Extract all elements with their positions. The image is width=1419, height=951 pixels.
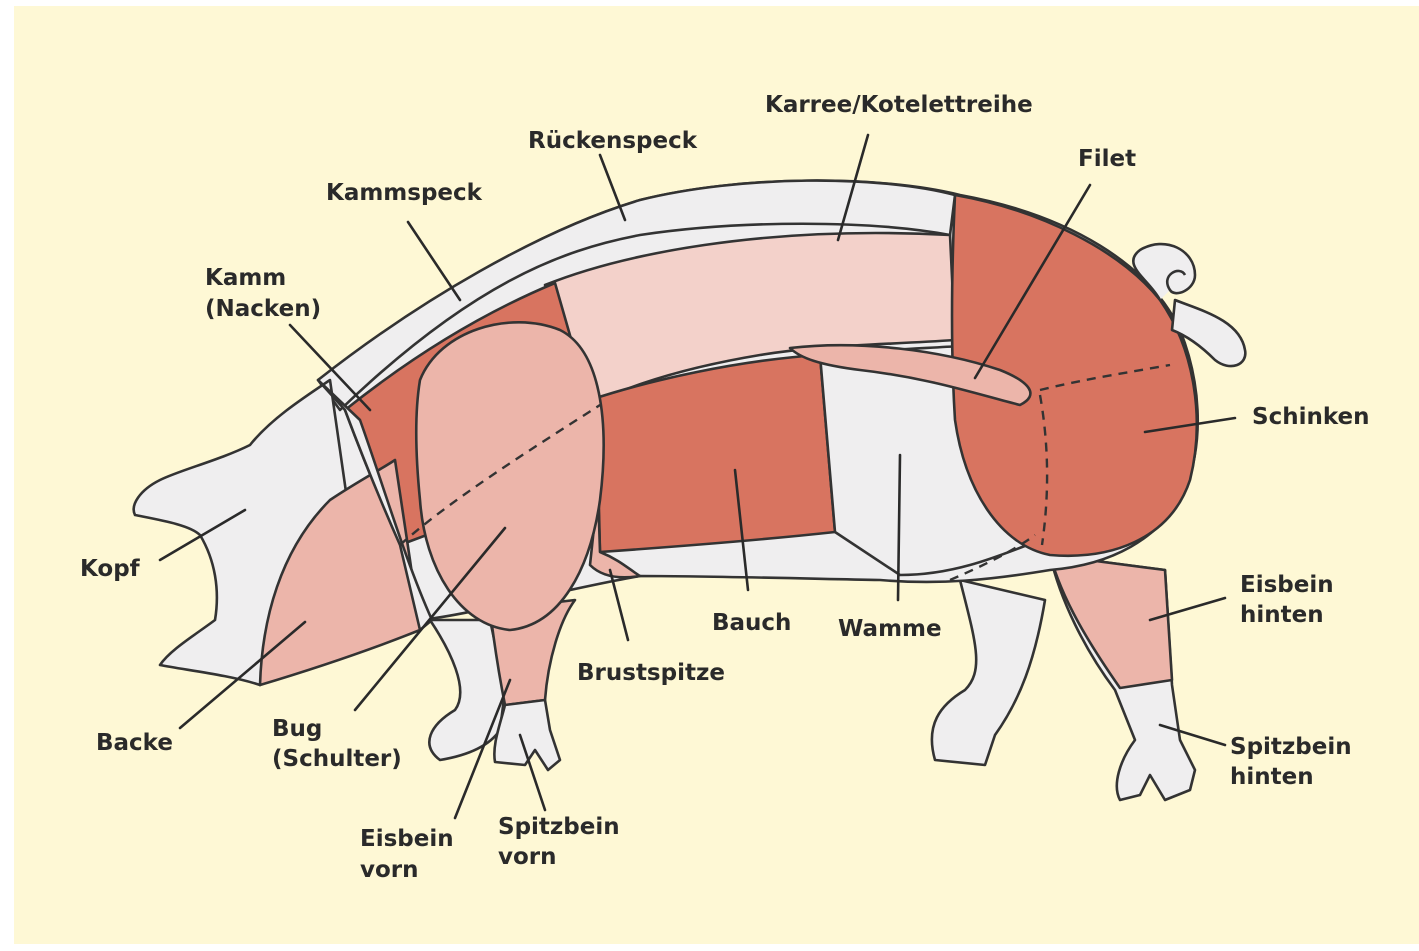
label-kopf: Kopf	[80, 556, 141, 582]
label-eisbein-hinten-line2: hinten	[1240, 602, 1324, 628]
label-eisbein-vorn-line1: Eisbein	[360, 826, 454, 852]
label-eisbein-vorn-line2: vorn	[360, 857, 419, 883]
leader-kammspeck	[408, 222, 460, 300]
label-spitzbein-vorn-line1: Spitzbein	[498, 814, 620, 840]
label-bauch: Bauch	[712, 610, 791, 636]
label-wamme: Wamme	[838, 616, 942, 642]
label-filet: Filet	[1078, 146, 1136, 172]
pig-body	[134, 181, 1246, 800]
label-bug-line2: (Schulter)	[272, 746, 402, 772]
far-hind-leg	[932, 580, 1045, 765]
label-spitzbein-vorn-line2: vorn	[498, 844, 557, 870]
label-kamm-line1: Kamm	[205, 265, 286, 291]
label-bug-line1: Bug	[272, 716, 322, 742]
label-eisbein-hinten-line1: Eisbein	[1240, 572, 1334, 598]
label-karree: Karree/Kotelettreihe	[765, 92, 1033, 118]
label-kammspeck: Kammspeck	[326, 180, 483, 206]
label-spitzbein-hinten-line1: Spitzbein	[1230, 734, 1352, 760]
label-backe: Backe	[96, 730, 173, 756]
label-spitzbein-hinten-line2: hinten	[1230, 764, 1314, 790]
label-kamm-line2: (Nacken)	[205, 296, 321, 322]
label-rueckenspeck: Rückenspeck	[528, 128, 698, 154]
label-schinken: Schinken	[1252, 404, 1369, 430]
eisbein-hinten-region	[1050, 555, 1172, 688]
label-brustspitze: Brustspitze	[577, 660, 725, 686]
